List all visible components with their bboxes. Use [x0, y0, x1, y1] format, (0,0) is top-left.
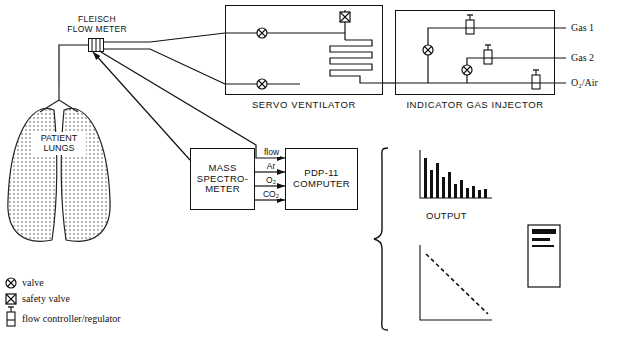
legend-symbol [6, 294, 16, 304]
valve-symbol [462, 65, 472, 75]
printout-icon [532, 229, 556, 234]
flow-meter-mesh [100, 39, 101, 51]
ventilator-circuit [330, 40, 383, 83]
gas-inlet-label: O₂/Air [571, 77, 598, 88]
flow-meter-mesh [92, 39, 100, 51]
washout-line-chart [420, 245, 492, 320]
signal-label: Ar [266, 162, 277, 171]
signal-label: flow [263, 148, 280, 157]
spectrometer-box: MASS SPECTRO- METER [190, 148, 255, 210]
valve-symbol [423, 45, 433, 55]
unit-heading: INDICATOR GAS INJECTOR [386, 99, 564, 110]
flow-controller-symbol [532, 70, 540, 89]
output-label: OUTPUT [426, 210, 467, 221]
lung-region: PATIENT LUNGS [2, 86, 116, 246]
signal-label: CO₂ [262, 190, 280, 199]
injector-box: INDICATOR GAS INJECTOR [395, 10, 555, 95]
washout-bar-chart [448, 172, 451, 198]
ventilator-circuit [225, 10, 383, 84]
flow-meter: FLEISCH FLOW METER [88, 38, 104, 52]
printout-icon [528, 225, 560, 287]
washout-bar-chart [424, 158, 427, 198]
legend-symbol [6, 278, 16, 288]
computer-box: PDP-11 COMPUTER [285, 148, 358, 210]
organ-label: PATIENT LUNGS [32, 132, 86, 155]
unit-heading: SERVO VENTILATOR [216, 99, 392, 110]
printout-icon [532, 245, 554, 247]
legend-symbol [7, 307, 15, 326]
meter-label: FLEISCH FLOW METER [65, 15, 129, 35]
washout-bar-chart [424, 158, 487, 198]
printout-icon [528, 225, 560, 287]
washout-bar-chart [460, 180, 463, 198]
gas-inlet-label: Gas 2 [571, 52, 594, 63]
flow-controller-symbol [484, 45, 492, 64]
valve-symbol [257, 79, 267, 89]
washout-bar-chart [484, 189, 487, 198]
washout-bar-chart [454, 184, 457, 198]
signal-label: O₂ [265, 176, 277, 185]
washout-bar-chart [420, 150, 492, 198]
washout-bar-chart [442, 177, 445, 198]
box-label: PDP-11 COMPUTER [289, 168, 354, 190]
washout-bar-chart [466, 188, 469, 198]
connector [255, 185, 285, 186]
injector-circuit [428, 28, 566, 83]
flow-controller-symbol [466, 15, 474, 34]
connector [104, 33, 225, 42]
connector [255, 171, 285, 172]
injector-circuit [467, 58, 566, 83]
washout-bar-chart [478, 190, 481, 198]
printout-icon [532, 238, 550, 241]
lungs-illustration [61, 108, 110, 241]
legend-text: valve [22, 277, 44, 288]
valve-symbol [257, 28, 267, 38]
flow-meter-mesh [96, 39, 97, 51]
washout-line-chart [420, 245, 492, 320]
washout-bar-chart [436, 163, 439, 198]
connector [383, 82, 395, 83]
gas-inlet-label: Gas 1 [571, 22, 594, 33]
connector [93, 52, 190, 160]
lungs-illustration [8, 108, 57, 241]
box-label: MASS SPECTRO- METER [194, 163, 251, 196]
legend-text: safety valve [22, 293, 70, 304]
lungs-illustration [8, 86, 110, 241]
connector [59, 45, 88, 86]
output-brace [374, 148, 388, 330]
connector [255, 199, 285, 200]
flow-meter-mesh [92, 39, 93, 51]
safety-valve-symbol [340, 12, 350, 22]
washout-bar-chart [430, 170, 433, 198]
washout-line-chart [426, 254, 488, 314]
lungs-illustration [58, 86, 59, 100]
legend-text: flow controller/regulator [22, 313, 121, 324]
washout-bar-chart [420, 150, 492, 198]
ventilator-box: SERVO VENTILATOR [225, 5, 383, 95]
ventilator-circuit [225, 32, 345, 33]
connector [104, 49, 225, 84]
washout-bar-chart [472, 186, 475, 198]
